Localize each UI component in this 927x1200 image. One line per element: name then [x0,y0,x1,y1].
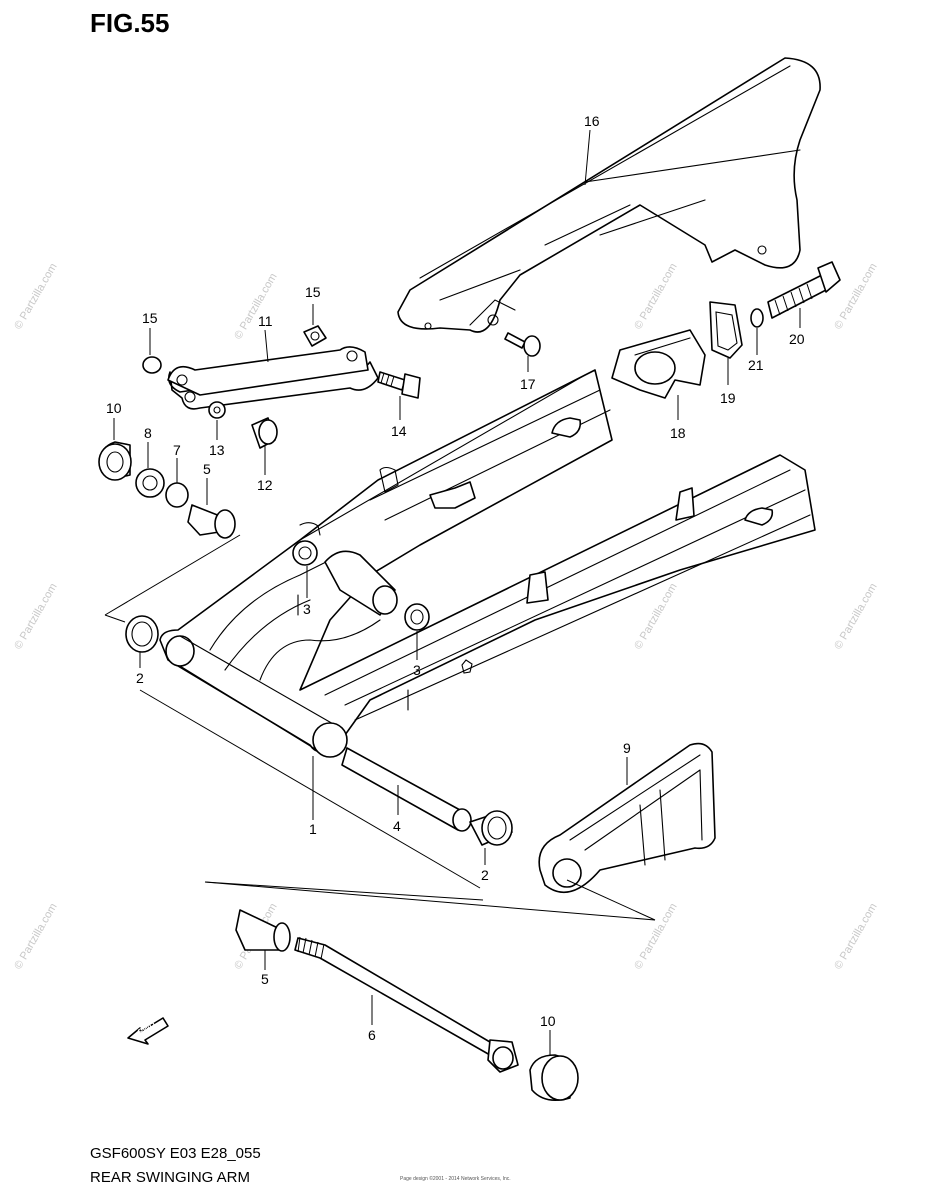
callout-5-lower: 5 [261,971,269,987]
link-11 [167,346,379,410]
bushing-2-upper [125,615,159,653]
bushing-3-upper [292,540,318,566]
nut-15-left [142,356,162,374]
callout-7: 7 [173,442,181,458]
dust-cover-10-lower [529,1054,579,1101]
callout-10-lower: 10 [540,1013,556,1029]
figure-code: GSF600SY E03 E28_055 [90,1145,261,1162]
leader-line [139,689,481,889]
callout-15-left: 15 [142,310,158,326]
bolt-20 [767,261,841,319]
watermark: © Partzilla.com [832,261,879,331]
callout-4: 4 [393,818,401,834]
watermark: © Partzilla.com [632,261,679,331]
leader-line [104,534,241,616]
leader-line [566,879,656,921]
bearing-8 [135,468,165,498]
spacer-5-upper [187,504,236,539]
callout-6: 6 [368,1027,376,1043]
callout-11: 11 [258,313,273,329]
chain-case-16 [397,57,821,333]
bolt-12 [251,417,278,449]
callout-10-upper: 10 [106,400,122,416]
watermark: © Partzilla.com [832,581,879,651]
watermark: © Partzilla.com [232,271,279,341]
watermark: © Partzilla.com [12,261,59,331]
leader-line [204,881,656,921]
callout-8: 8 [144,425,152,441]
washer-21 [750,308,764,328]
bushing-2-lower [469,810,513,846]
callout-21: 21 [748,357,764,373]
nut-15-upper [303,325,327,347]
watermark: © Partzilla.com [832,901,879,971]
forward-arrow-icon: FWD [127,1017,169,1045]
bushing-3-lower [404,603,430,631]
callout-13: 13 [209,442,225,458]
callout-15-upper: 15 [305,284,321,300]
callout-3-lower: 3 [413,662,421,678]
callout-12: 12 [257,477,273,493]
callout-5-upper: 5 [203,461,211,477]
callout-14: 14 [391,423,407,439]
callout-19: 19 [720,390,736,406]
washer-7 [165,482,189,508]
callout-17: 17 [520,376,536,392]
axle-6 [294,936,519,1073]
callout-18: 18 [670,425,686,441]
callout-2-upper: 2 [136,670,144,686]
callout-2-lower: 2 [481,867,489,883]
dust-cover-10-upper [98,441,132,481]
fine-print: Page design ©2001 - 2014 Network Service… [400,1175,511,1182]
leader-line [584,129,591,186]
swingarm-1 [159,369,816,758]
watermark: © Partzilla.com [12,581,59,651]
callout-1: 1 [309,821,317,837]
washer-13 [208,401,226,419]
callouts: 16 15 15 11 20 21 17 19 10 14 18 8 13 7 … [106,113,805,1043]
cushion-19 [709,301,743,359]
watermark: © Partzilla.com [632,901,679,971]
watermark: © Partzilla.com [12,901,59,971]
callout-20: 20 [789,331,805,347]
pipe-4 [341,747,472,832]
figure-name: REAR SWINGING ARM [90,1169,250,1186]
callout-9: 9 [623,740,631,756]
figure-title: FIG.55 [90,8,169,38]
bracket-18 [611,329,706,399]
chain-guide-9 [538,742,716,894]
leader-line [264,329,269,363]
leader-line [104,614,126,623]
spacer-5-lower [235,909,291,952]
screw-17 [504,332,541,357]
leader-line [204,881,484,901]
callout-16: 16 [584,113,600,129]
callout-3-upper: 3 [303,601,311,617]
bolt-14 [377,371,421,399]
